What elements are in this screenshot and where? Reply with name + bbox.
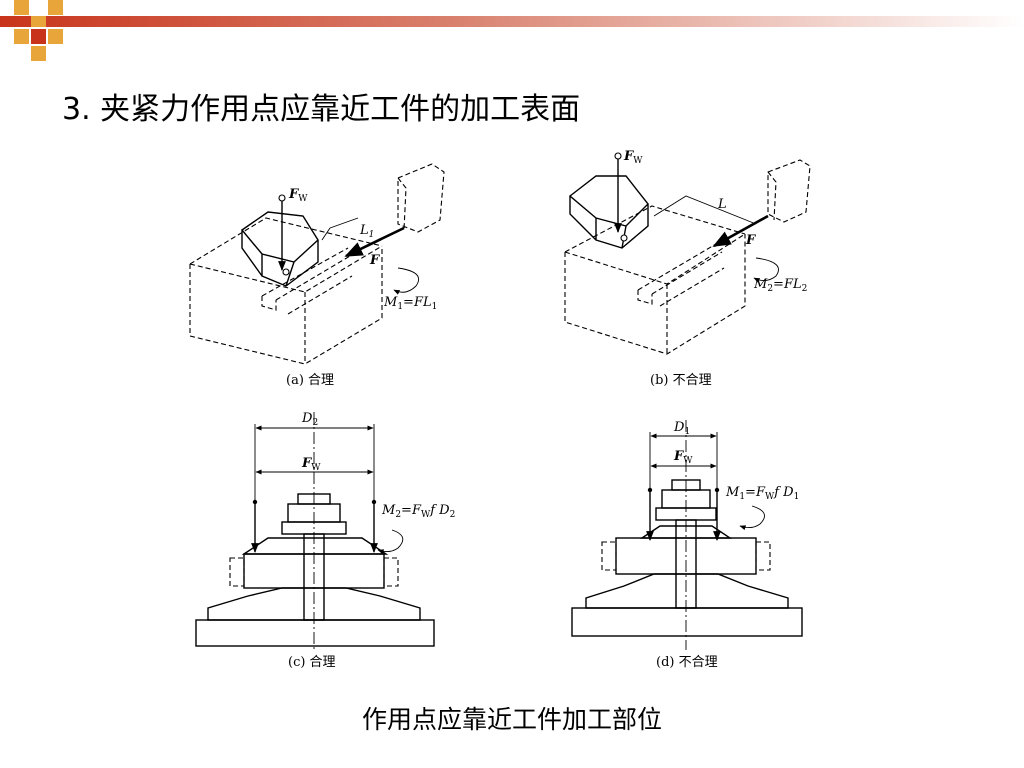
force-label: F (745, 233, 756, 248)
deco-square (31, 46, 46, 61)
deco-square (31, 16, 46, 27)
moment-label: M2=FWf D2 (381, 503, 455, 520)
diameter-label: D2 (301, 411, 318, 428)
moment-label: M2=FL2 (753, 277, 807, 294)
deco-square (14, 0, 29, 15)
header-decoration (0, 0, 1024, 61)
deco-square (48, 0, 63, 15)
length-label: L1 (359, 223, 374, 240)
force-w-label: FW (288, 187, 308, 204)
figure-b: FW L F M2=FL2 (b) 不合理 (564, 149, 811, 388)
force-w-label: FW (301, 456, 321, 473)
figure-d-caption: (d) 不合理 (656, 655, 718, 670)
figure-a-caption: (a) 合理 (286, 373, 334, 388)
slide-caption: 作用点应靠近工件加工部位 (361, 705, 662, 734)
deco-square (14, 29, 29, 44)
deco-square (31, 29, 46, 44)
moment-label: M1=FL1 (383, 295, 437, 312)
header-bar (0, 16, 1024, 27)
force-label: F (369, 253, 380, 268)
length-label: L (717, 197, 727, 212)
moment-label: M1=FWf D1 (725, 485, 799, 502)
deco-square (48, 29, 63, 44)
force-w-label: FW (623, 149, 643, 166)
force-w-label: FW (673, 449, 693, 466)
figure-a: FW L1 F M1=FL1 (a) 合理 (189, 163, 445, 388)
figure-c-caption: (c) 合理 (288, 655, 336, 670)
figure-b-caption: (b) 不合理 (650, 373, 712, 388)
figure-c: D2 FW M2=FWf D2 (c) 合理 (195, 411, 455, 670)
slide-title: 3. 夹紧力作用点应靠近工件的加工表面 (62, 92, 581, 127)
figure-d: D1 FW M1=FWf D1 (d) 不合理 (571, 420, 803, 670)
diameter-label: D1 (673, 420, 690, 437)
